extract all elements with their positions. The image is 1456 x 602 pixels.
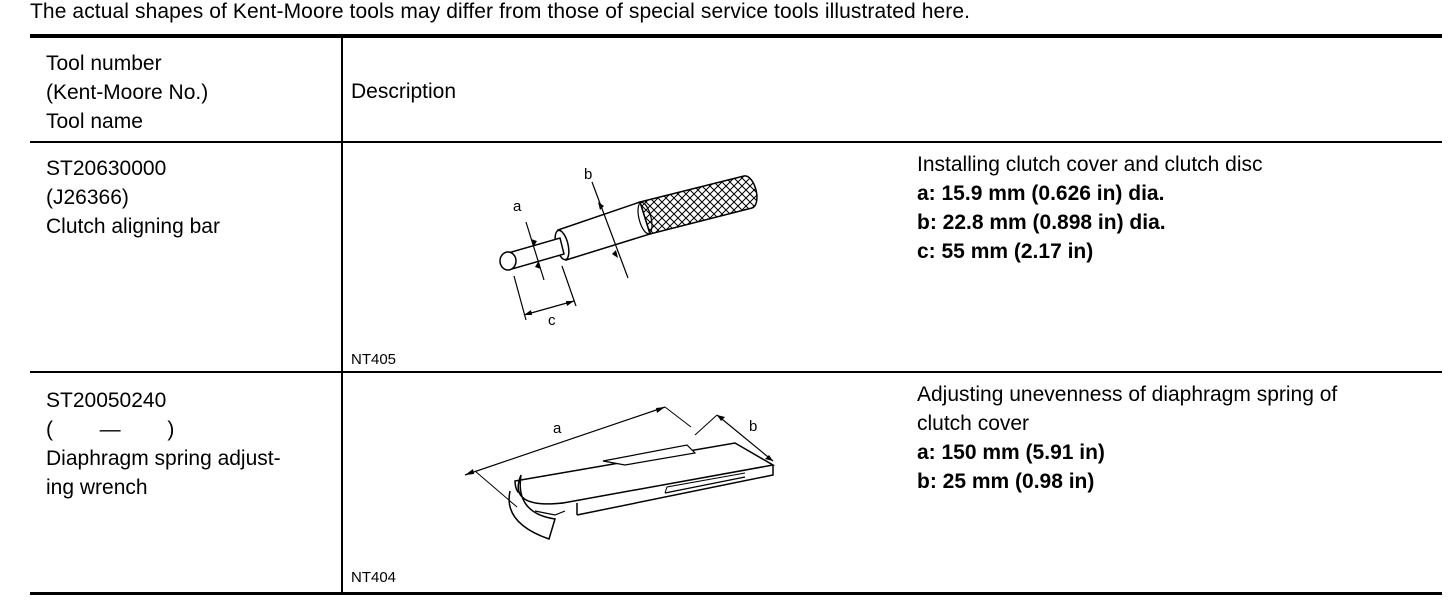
table-top-rule bbox=[30, 34, 1442, 38]
header-line-tool-name: Tool name bbox=[46, 110, 143, 133]
header-tool-column: Tool number (Kent-Moore No.) Tool name bbox=[46, 49, 208, 136]
table-row-2-description: Adjusting unevenness of diaphragm spring… bbox=[917, 380, 1337, 496]
header-line-kent-moore: (Kent-Moore No.) bbox=[46, 81, 209, 104]
spec-a: a: 150 mm (5.91 in) bbox=[917, 441, 1105, 464]
spec-c: c: 55 mm (2.17 in) bbox=[917, 240, 1094, 263]
clutch-aligning-bar-illustration: a b c bbox=[499, 166, 758, 329]
tool-number: ST20050240 bbox=[46, 389, 167, 412]
kent-moore-number: ( — ) bbox=[46, 418, 175, 441]
kent-moore-number: (J26366) bbox=[46, 186, 129, 209]
header-line-tool-number: Tool number bbox=[46, 52, 162, 75]
diaphragm-spring-wrench-illustration: a b bbox=[464, 406, 776, 540]
spec-a: a: 15.9 mm (0.626 in) dia. bbox=[917, 182, 1165, 205]
table-row-1-tool: ST20630000 (J26366) Clutch aligning bar bbox=[46, 154, 220, 241]
row-divider bbox=[30, 371, 1442, 373]
description-text-continued: clutch cover bbox=[917, 412, 1030, 435]
tool-name: Clutch aligning bar bbox=[46, 215, 220, 238]
figure-label-a: a bbox=[553, 420, 562, 437]
tool-name: Diaphragm spring adjust- bbox=[46, 447, 281, 470]
figure-label-c: c bbox=[548, 312, 556, 329]
description-text: Adjusting unevenness of diaphragm spring… bbox=[917, 383, 1338, 406]
description-text: Installing clutch cover and clutch disc bbox=[917, 153, 1263, 176]
figure-label-b: b bbox=[584, 166, 592, 183]
tool-name-continued: ing wrench bbox=[46, 476, 148, 499]
figure-label-a: a bbox=[513, 198, 522, 215]
header-description: Description bbox=[351, 80, 457, 103]
figure-code: NT405 bbox=[351, 351, 397, 368]
figure-label-b: b bbox=[749, 418, 757, 435]
header-bottom-rule bbox=[30, 141, 1442, 143]
spec-b: b: 25 mm (0.98 in) bbox=[917, 470, 1095, 493]
table-row-1-description: Installing clutch cover and clutch disc … bbox=[917, 150, 1263, 266]
tool-number: ST20630000 bbox=[46, 157, 167, 180]
table-row-2-tool: ST20050240 ( — ) Diaphragm spring adjust… bbox=[46, 386, 281, 502]
column-divider bbox=[341, 38, 343, 592]
table-bottom-rule bbox=[30, 592, 1442, 595]
page-note: The actual shapes of Kent-Moore tools ma… bbox=[30, 0, 971, 23]
spec-b: b: 22.8 mm (0.898 in) dia. bbox=[917, 211, 1166, 234]
figure-code: NT404 bbox=[351, 569, 397, 586]
